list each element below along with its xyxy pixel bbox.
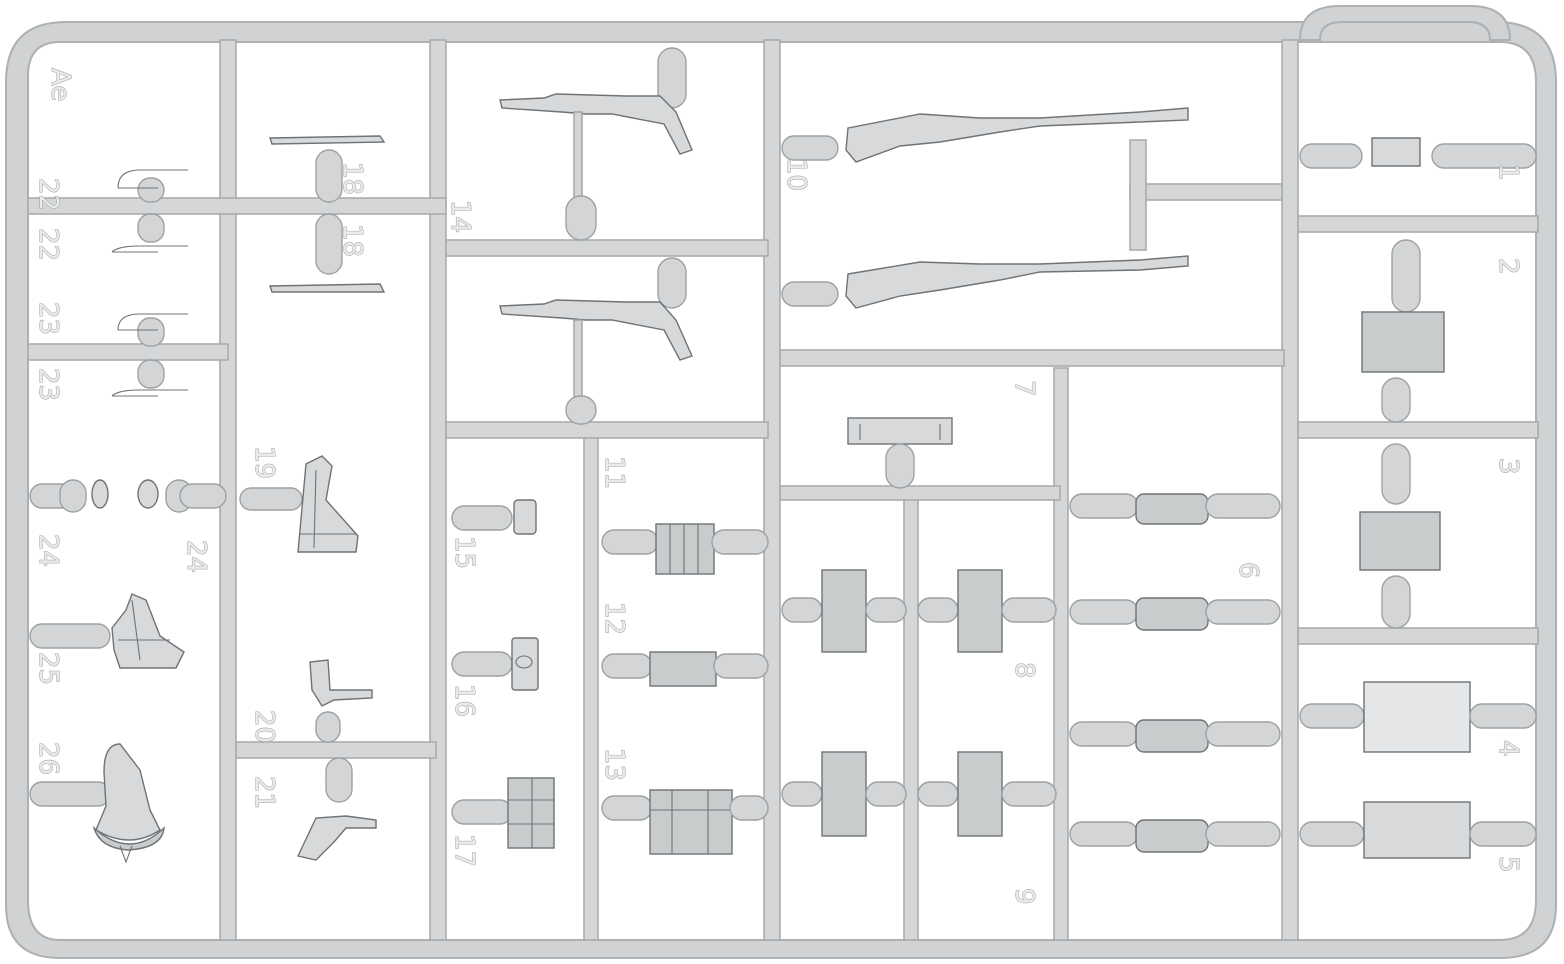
part-number-label: 2 xyxy=(1493,258,1523,275)
part-number-label: 5 xyxy=(1493,856,1523,873)
part-number-label: 23 xyxy=(33,302,63,335)
part-number-label: 17 xyxy=(449,834,479,867)
part-number-label: 22 xyxy=(33,228,63,261)
part-number-label: 4 xyxy=(1493,740,1523,757)
part-24-rings xyxy=(29,479,227,513)
part-number-label: 8 xyxy=(1009,662,1039,679)
part-number-label: 18 xyxy=(337,162,367,195)
part-number-label: 24 xyxy=(33,534,63,567)
part-25-bag xyxy=(29,593,185,669)
runner-h-k xyxy=(1129,183,1283,201)
part-10-rifles xyxy=(781,107,1189,309)
parts-22-23-column xyxy=(111,169,188,397)
part-number-label: 13 xyxy=(599,748,629,781)
part-20-pistol xyxy=(309,659,373,743)
runner-h-i xyxy=(1297,421,1539,439)
part-21-revolver xyxy=(296,757,377,861)
part-6-ammo-pouches xyxy=(1069,493,1281,853)
part-number-label: 16 xyxy=(449,684,479,717)
runner-h-g xyxy=(779,485,1061,501)
runner-h-f xyxy=(779,349,1285,367)
part-number-label: 14 xyxy=(445,200,475,233)
sprue-outer-frame xyxy=(5,21,1557,959)
runner-v-f xyxy=(903,495,919,941)
sprue-code-label: Ae xyxy=(45,68,75,101)
part-number-label: 19 xyxy=(249,446,279,479)
part-14-smg-top xyxy=(499,47,693,241)
runner-h-d xyxy=(445,421,769,439)
part-number-label: 25 xyxy=(33,652,63,685)
runner-h-b xyxy=(27,343,229,361)
runner-v-g xyxy=(1053,367,1069,941)
part-7-strap xyxy=(847,417,953,489)
parts-11-13 xyxy=(601,523,769,855)
runner-h-a xyxy=(27,197,447,215)
part-number-label: 22 xyxy=(33,178,63,211)
runner-v-e xyxy=(583,435,599,941)
part-number-label: 7 xyxy=(1009,380,1039,397)
part-8-9-pouches xyxy=(781,569,1057,837)
part-number-label: 1 xyxy=(1493,164,1523,181)
runner-h-c xyxy=(445,239,769,257)
parts-1-5 xyxy=(1299,137,1537,859)
runner-h-j xyxy=(1297,627,1539,645)
part-number-label: 20 xyxy=(249,710,279,743)
part-number-label: 15 xyxy=(449,536,479,569)
parts-15-17 xyxy=(451,499,555,849)
runner-h-l xyxy=(1129,139,1147,251)
runner-v-d xyxy=(1281,39,1299,941)
part-number-label: 23 xyxy=(33,368,63,401)
part-18-bayonets xyxy=(269,135,386,293)
part-number-label: 10 xyxy=(781,158,811,191)
runner-v-b xyxy=(429,39,447,941)
part-26-helmet xyxy=(29,743,165,864)
runner-h-h xyxy=(1297,215,1539,233)
part-number-label: 6 xyxy=(1233,562,1263,579)
part-number-label: 24 xyxy=(181,540,211,573)
part-number-label: 12 xyxy=(599,602,629,635)
part-number-label: 18 xyxy=(337,224,367,257)
part-19-holster xyxy=(239,455,359,553)
runner-h-e xyxy=(235,741,437,759)
part-14-smg-bottom xyxy=(499,257,693,425)
sprue-handle xyxy=(1298,5,1512,41)
part-number-label: 11 xyxy=(599,456,629,489)
part-number-label: 3 xyxy=(1493,458,1523,475)
part-number-label: 26 xyxy=(33,742,63,775)
part-number-label: 21 xyxy=(249,776,279,809)
part-number-label: 9 xyxy=(1009,888,1039,905)
